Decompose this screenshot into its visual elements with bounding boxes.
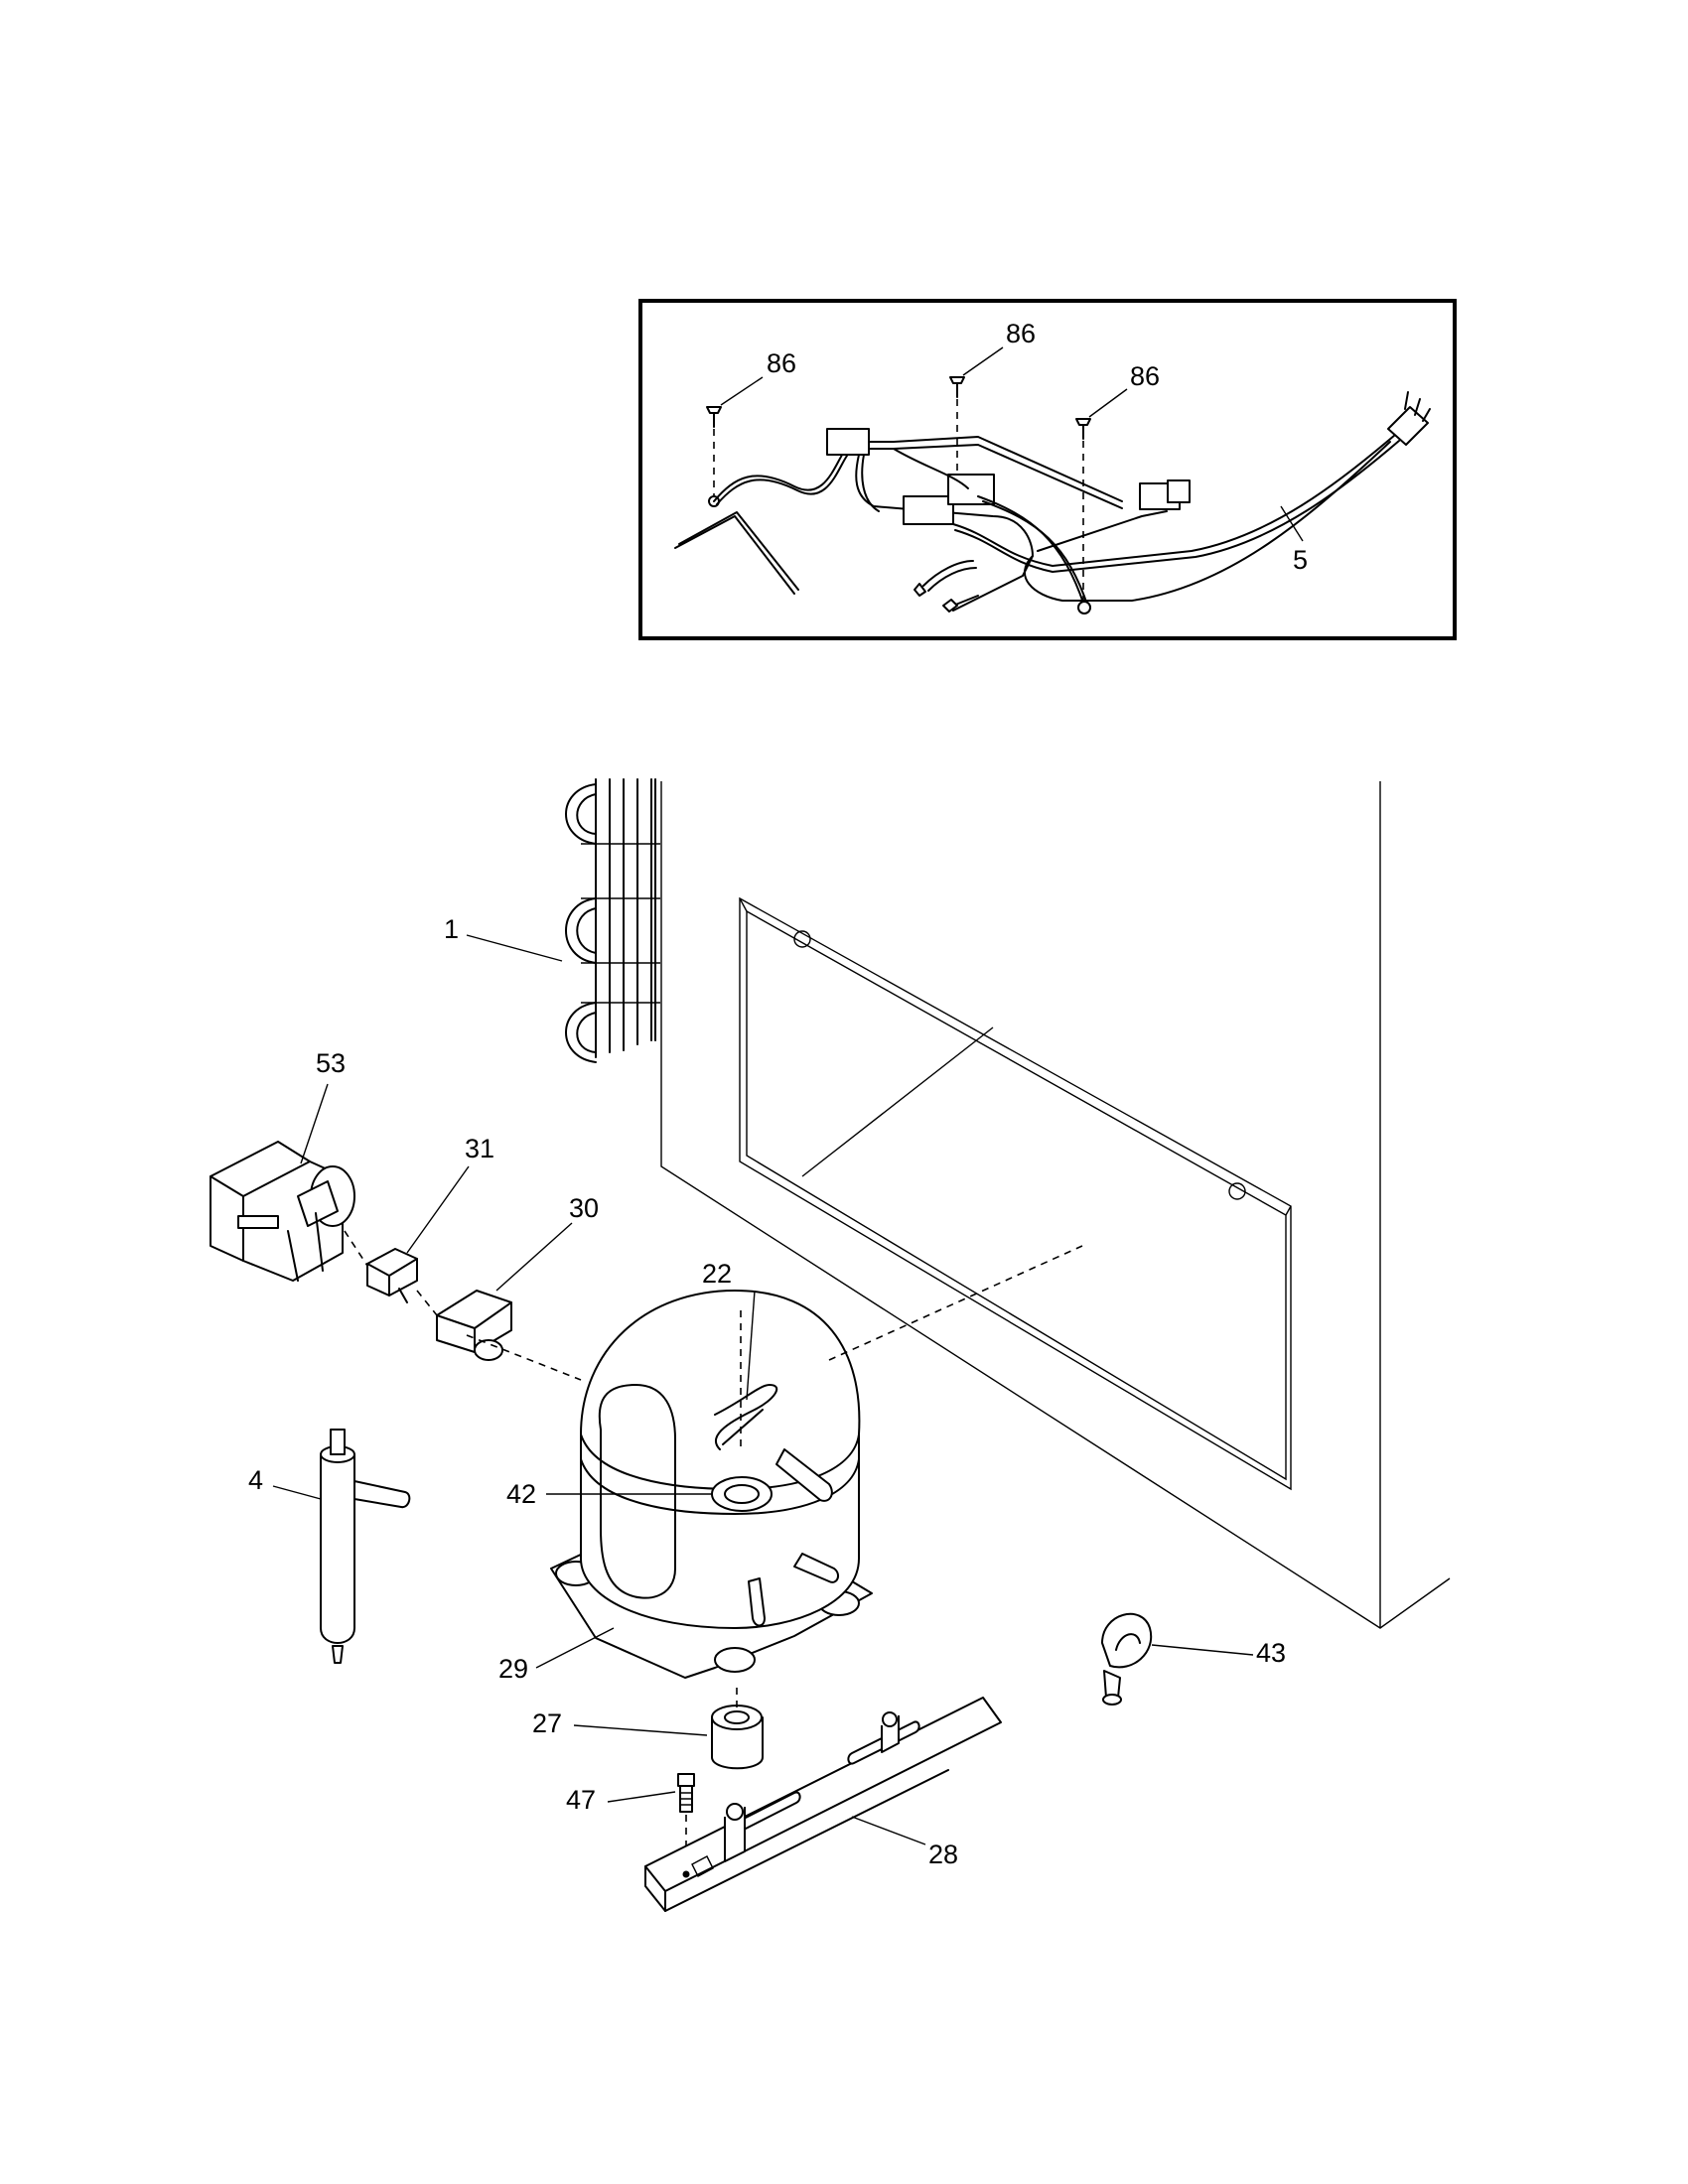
compressor-mounting-rail-icon <box>644 1697 1002 1912</box>
callout-30: 30 <box>569 1193 599 1223</box>
wiring-harness-inset: 86 86 86 5 <box>638 299 1457 640</box>
condenser-coil-icon <box>565 778 660 1063</box>
relay-cover-icon <box>210 1141 355 1282</box>
callout-86-middle: 86 <box>1006 319 1036 348</box>
mounting-screw-icon <box>677 1773 695 1858</box>
callout-4: 4 <box>248 1465 263 1495</box>
wiring-harness-icon <box>674 391 1431 614</box>
compressor-icon <box>550 1290 873 1679</box>
cabinet-outline <box>660 781 1451 1629</box>
callout-86-left: 86 <box>767 348 796 378</box>
callout-22: 22 <box>702 1259 732 1289</box>
callout-43: 43 <box>1256 1638 1286 1668</box>
callout-28: 28 <box>928 1840 958 1869</box>
start-relay-icon <box>416 1290 512 1361</box>
grommet-icon <box>711 1688 764 1770</box>
callout-42: 42 <box>506 1479 536 1509</box>
screw-86-left-icon <box>706 406 722 496</box>
overload-protector-icon <box>344 1230 418 1303</box>
callout-31: 31 <box>465 1134 494 1163</box>
callout-29: 29 <box>498 1654 528 1684</box>
callout-53: 53 <box>316 1048 346 1078</box>
callout-86-right: 86 <box>1130 361 1160 391</box>
callout-47: 47 <box>566 1785 596 1815</box>
tubing-clamp-icon <box>1101 1612 1153 1706</box>
filter-drier-icon <box>320 1429 411 1664</box>
callout-27: 27 <box>532 1708 562 1738</box>
screw-86-right-icon <box>1075 418 1091 604</box>
callout-1: 1 <box>444 914 459 944</box>
callout-5: 5 <box>1293 545 1308 575</box>
